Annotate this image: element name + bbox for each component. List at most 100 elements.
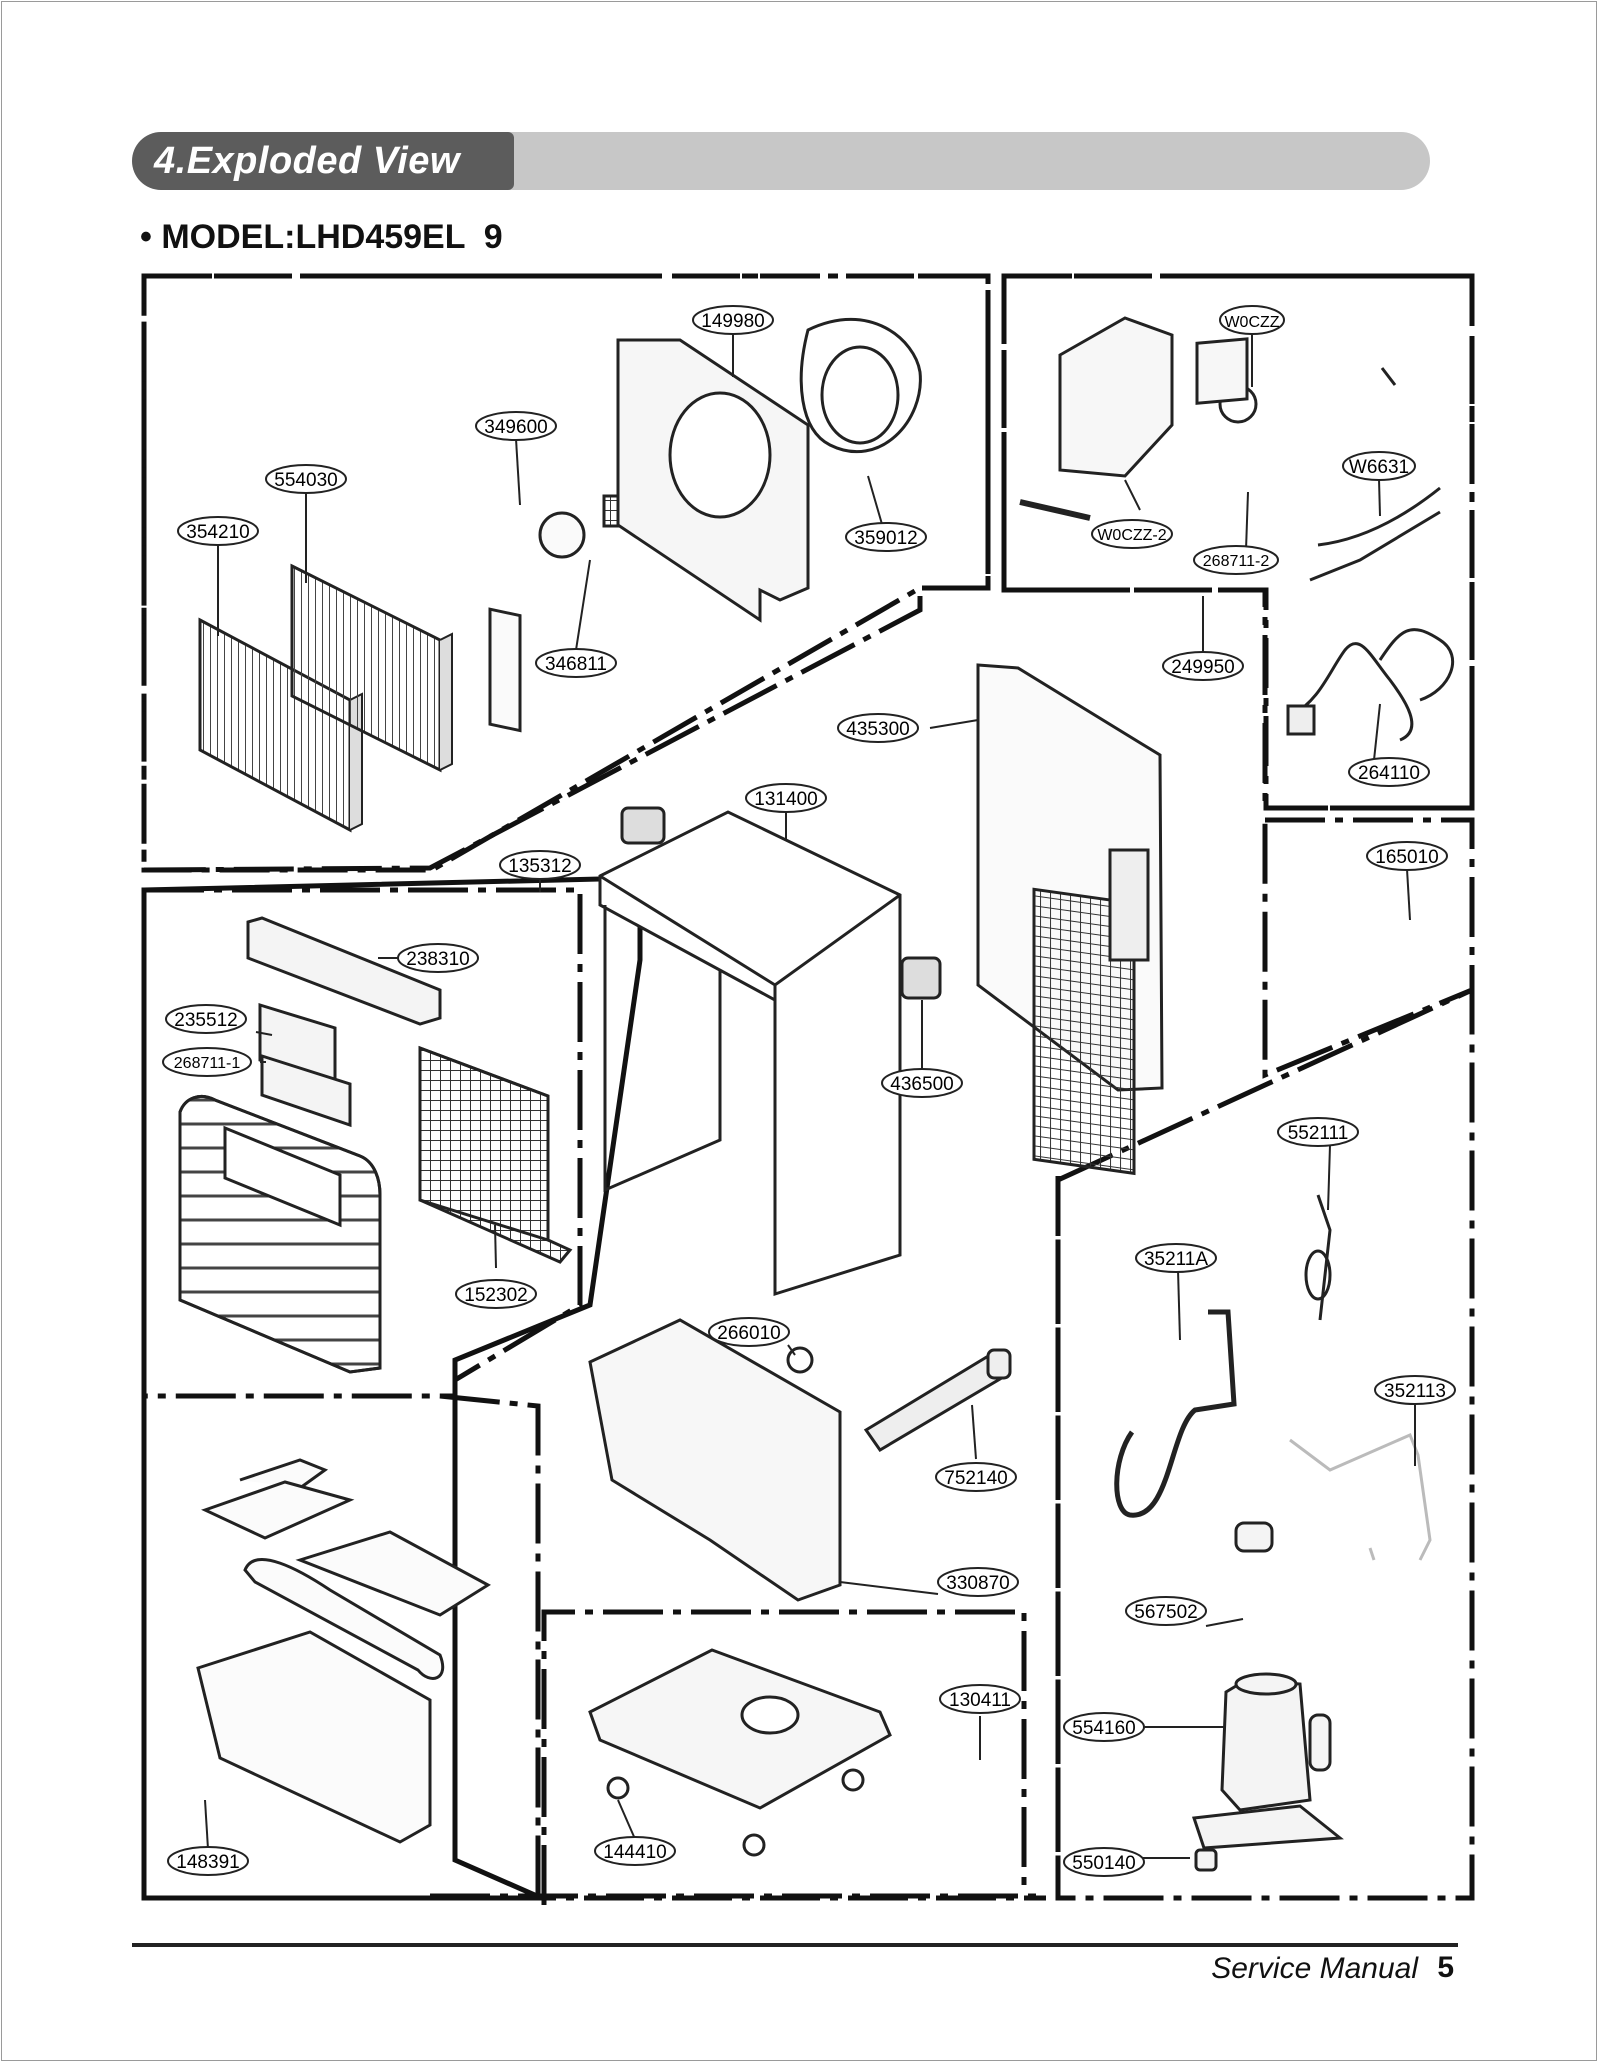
label-567502: 567502 <box>1125 1596 1207 1626</box>
svg-text:436500: 436500 <box>890 1074 953 1095</box>
svg-text:330870: 330870 <box>946 1573 1009 1594</box>
label-552111: 552111 <box>1277 1117 1359 1147</box>
svg-text:552111: 552111 <box>1288 1123 1349 1144</box>
suction-pipe <box>1114 1309 1237 1518</box>
label-149980: 149980 <box>692 305 774 335</box>
label-354210: 354210 <box>177 516 259 546</box>
banner-decoration <box>1290 132 1450 190</box>
banner-pill <box>132 132 514 190</box>
svg-text:35211A: 35211A <box>1144 1249 1208 1270</box>
svg-text:435300: 435300 <box>846 719 909 740</box>
svg-text:354210: 354210 <box>186 522 249 543</box>
svg-text:149980: 149980 <box>701 311 764 332</box>
label-268711-1: 268711-1 <box>162 1047 252 1077</box>
label-238310: 238310 <box>397 943 479 973</box>
model-title: • MODEL:LHD459EL 9 <box>140 218 503 256</box>
svg-text:165010: 165010 <box>1375 847 1438 868</box>
frame-lines <box>141 273 1475 873</box>
svg-text:349600: 349600 <box>484 417 547 438</box>
svg-text:W6631: W6631 <box>1349 457 1409 478</box>
label-330870: 330870 <box>937 1567 1019 1597</box>
label-436500: 436500 <box>881 1068 963 1098</box>
label-148391: 148391 <box>167 1846 249 1876</box>
svg-text:130411: 130411 <box>949 1690 1011 1711</box>
label-W6631: W6631 <box>1342 451 1416 481</box>
footer-manual-title: Service Manual <box>1211 1952 1418 1985</box>
control-box <box>1019 316 1258 521</box>
control-panel <box>246 916 442 1128</box>
svg-text:554160: 554160 <box>1072 1718 1135 1739</box>
discharge-pipe <box>1289 1433 1432 1561</box>
label-554030: 554030 <box>265 464 347 494</box>
rear-panel <box>976 663 1164 1176</box>
page-number: 5 <box>1437 1951 1454 1984</box>
condenser-rear <box>290 563 453 773</box>
svg-text:235512: 235512 <box>174 1010 237 1031</box>
svg-text:268711-2: 268711-2 <box>1203 553 1270 570</box>
evaporator-housing <box>588 1318 842 1602</box>
label-W0CZZ: W0CZZ <box>1219 305 1285 335</box>
svg-text:352113: 352113 <box>1384 1381 1446 1402</box>
svg-text:266010: 266010 <box>717 1323 780 1344</box>
svg-text:249950: 249950 <box>1171 657 1234 678</box>
part-labels: 149980 349600 554030 354210 359012 34681… <box>162 305 1456 1877</box>
footer-rule <box>132 1943 1458 1947</box>
svg-text:346811: 346811 <box>545 654 607 675</box>
label-349600: 349600 <box>475 411 557 441</box>
svg-text:554030: 554030 <box>274 470 337 491</box>
front-grille <box>178 1095 382 1374</box>
label-346811: 346811 <box>535 648 617 678</box>
svg-text:268711-1: 268711-1 <box>174 1055 241 1072</box>
svg-text:135312: 135312 <box>508 856 571 877</box>
svg-text:W0CZZ-2: W0CZZ-2 <box>1097 527 1166 544</box>
section-title: 4.Exploded View <box>154 140 460 182</box>
label-152302: 152302 <box>455 1279 537 1309</box>
svg-text:238310: 238310 <box>406 949 469 970</box>
label-135312: 135312 <box>499 850 581 880</box>
drain-hose <box>863 1348 1012 1452</box>
water-bucket <box>196 1458 491 1844</box>
power-cord <box>1286 628 1454 742</box>
blower-wheel <box>799 317 922 453</box>
label-359012: 359012 <box>845 522 927 552</box>
label-144410: 144410 <box>594 1836 676 1866</box>
wire-harness-top <box>1309 367 1441 582</box>
svg-text:144410: 144410 <box>603 1842 666 1863</box>
label-435300: 435300 <box>837 713 919 743</box>
label-752140: 752140 <box>935 1462 1017 1492</box>
section-banner: 4.Exploded View <box>132 132 1364 190</box>
leader-lines <box>204 333 1416 1859</box>
label-266010: 266010 <box>708 1317 790 1347</box>
capillary-tube <box>1304 1194 1332 1321</box>
label-249950: 249950 <box>1162 651 1244 681</box>
label-131400: 131400 <box>745 783 827 813</box>
label-352113: 352113 <box>1374 1375 1456 1405</box>
label-35211A: 35211A <box>1135 1243 1217 1273</box>
banner-band <box>492 132 1364 190</box>
label-264110: 264110 <box>1348 757 1430 787</box>
cabinet <box>598 806 942 1297</box>
label-550140: 550140 <box>1063 1847 1145 1877</box>
label-W0CZZ-2: W0CZZ-2 <box>1091 519 1173 549</box>
svg-text:359012: 359012 <box>854 528 917 549</box>
label-554160: 554160 <box>1063 1712 1145 1742</box>
svg-text:148391: 148391 <box>176 1852 239 1873</box>
svg-text:550140: 550140 <box>1072 1853 1135 1874</box>
svg-text:W0CZZ: W0CZZ <box>1224 314 1279 331</box>
label-268711-2: 268711-2 <box>1193 545 1279 575</box>
svg-text:567502: 567502 <box>1134 1602 1197 1623</box>
label-235512: 235512 <box>165 1004 247 1034</box>
compressor <box>1191 1521 1344 1872</box>
svg-text:152302: 152302 <box>464 1285 527 1306</box>
motor-bracket <box>488 494 636 733</box>
svg-text:752140: 752140 <box>944 1468 1007 1489</box>
svg-text:264110: 264110 <box>1358 763 1420 784</box>
air-filter <box>418 1045 573 1264</box>
fan-housing <box>616 338 810 623</box>
label-165010: 165010 <box>1366 841 1448 871</box>
base-plate <box>588 1648 892 1857</box>
svg-text:131400: 131400 <box>754 789 817 810</box>
label-130411: 130411 <box>939 1684 1021 1714</box>
